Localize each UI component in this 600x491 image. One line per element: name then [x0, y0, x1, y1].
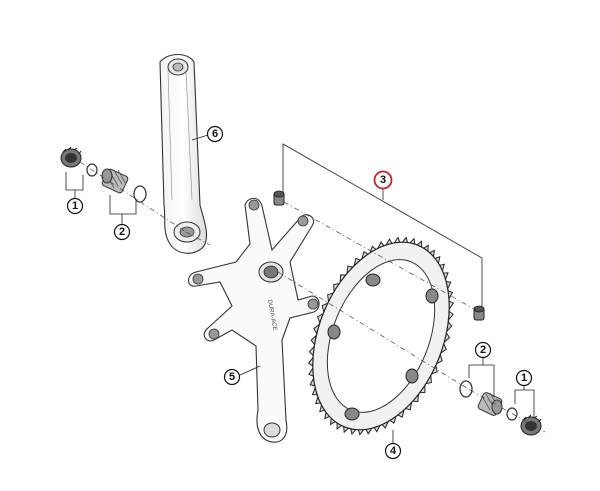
callout-label: 3: [380, 174, 386, 186]
callout-1-left[interactable]: 1: [66, 197, 84, 215]
left-crank-arm: [159, 53, 208, 254]
callout-label: 4: [390, 445, 397, 457]
leader-lines: [65, 134, 535, 443]
callout-label: 6: [212, 128, 218, 140]
right-washer-large: [459, 380, 473, 398]
callout-5[interactable]: 5: [223, 368, 241, 386]
left-fixing-bolt: [60, 146, 82, 168]
crank-brand-mark: DURA-ACE: [266, 299, 277, 331]
callout-label: 2: [119, 226, 125, 238]
callout-label: 2: [480, 344, 486, 356]
callout-1-right[interactable]: 1: [515, 369, 533, 387]
assembly-axis-lines: [79, 161, 546, 433]
left-washer-large: [133, 185, 147, 203]
callout-4[interactable]: 4: [384, 442, 402, 460]
right-fixing-bolt: [520, 414, 542, 436]
right-crank-bolt: [477, 392, 503, 416]
left-crank-bolt: [101, 168, 129, 194]
callout-2-left[interactable]: 2: [113, 223, 131, 241]
chainring-bolt-top: [273, 190, 285, 206]
right-washer-small: [506, 407, 518, 421]
callout-label: 1: [521, 372, 527, 384]
callout-label: 1: [72, 200, 78, 212]
callout-6[interactable]: 6: [206, 125, 224, 143]
chainring-bolt-holes: [327, 273, 439, 421]
callout-2-right[interactable]: 2: [474, 341, 492, 359]
chainring-bolt-right: [473, 305, 485, 321]
chainring: [307, 236, 455, 436]
callout-3-highlighted[interactable]: 3: [373, 170, 393, 190]
left-washer-small: [86, 163, 98, 177]
callout-label: 5: [229, 371, 235, 383]
right-crank-arm: DURA-ACE: [187, 197, 320, 443]
